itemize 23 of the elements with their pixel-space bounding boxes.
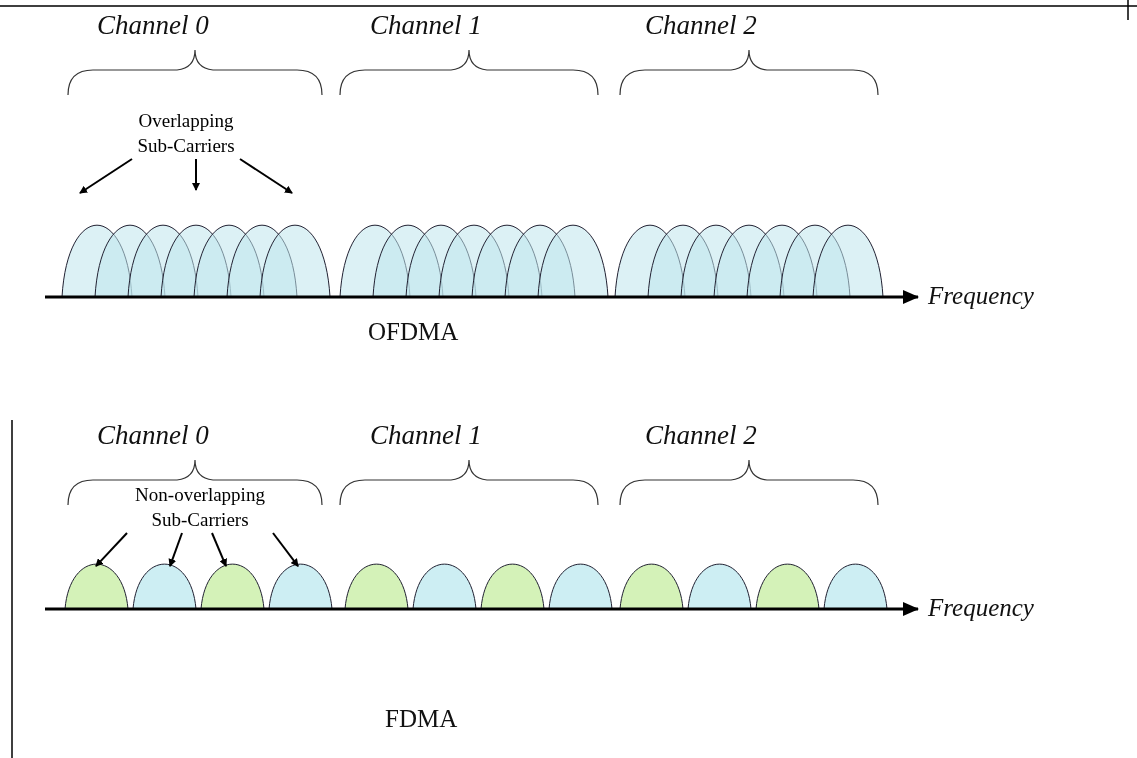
leader-arrow xyxy=(79,158,133,194)
leader-arrow xyxy=(192,158,200,191)
subcarrier-curve xyxy=(64,563,129,610)
channel-label: Channel 0 xyxy=(97,420,209,451)
channel-label: Channel 1 xyxy=(370,10,482,41)
channel-label: Channel 1 xyxy=(370,420,482,451)
subcarrier-curve xyxy=(268,563,333,610)
axis-label: Frequency xyxy=(928,282,1034,310)
leader-arrow xyxy=(239,158,293,194)
subcarrier-curve xyxy=(200,563,265,610)
channel-label: Channel 2 xyxy=(645,420,757,451)
scheme-label: OFDMA xyxy=(368,318,459,346)
axis-label: Frequency xyxy=(928,594,1034,622)
channel-label: Channel 0 xyxy=(97,10,209,41)
leader-arrow xyxy=(211,532,227,568)
channel-label: Channel 2 xyxy=(645,10,757,41)
leader-arrow xyxy=(168,532,183,568)
callout-text: Non-overlapping Sub-Carriers xyxy=(125,482,275,532)
callout-text: Overlapping Sub-Carriers xyxy=(130,108,242,158)
leader-arrow xyxy=(272,532,299,568)
scheme-label: FDMA xyxy=(385,705,458,733)
subcarrier-curve xyxy=(132,563,197,610)
leader-arrow xyxy=(95,532,128,568)
